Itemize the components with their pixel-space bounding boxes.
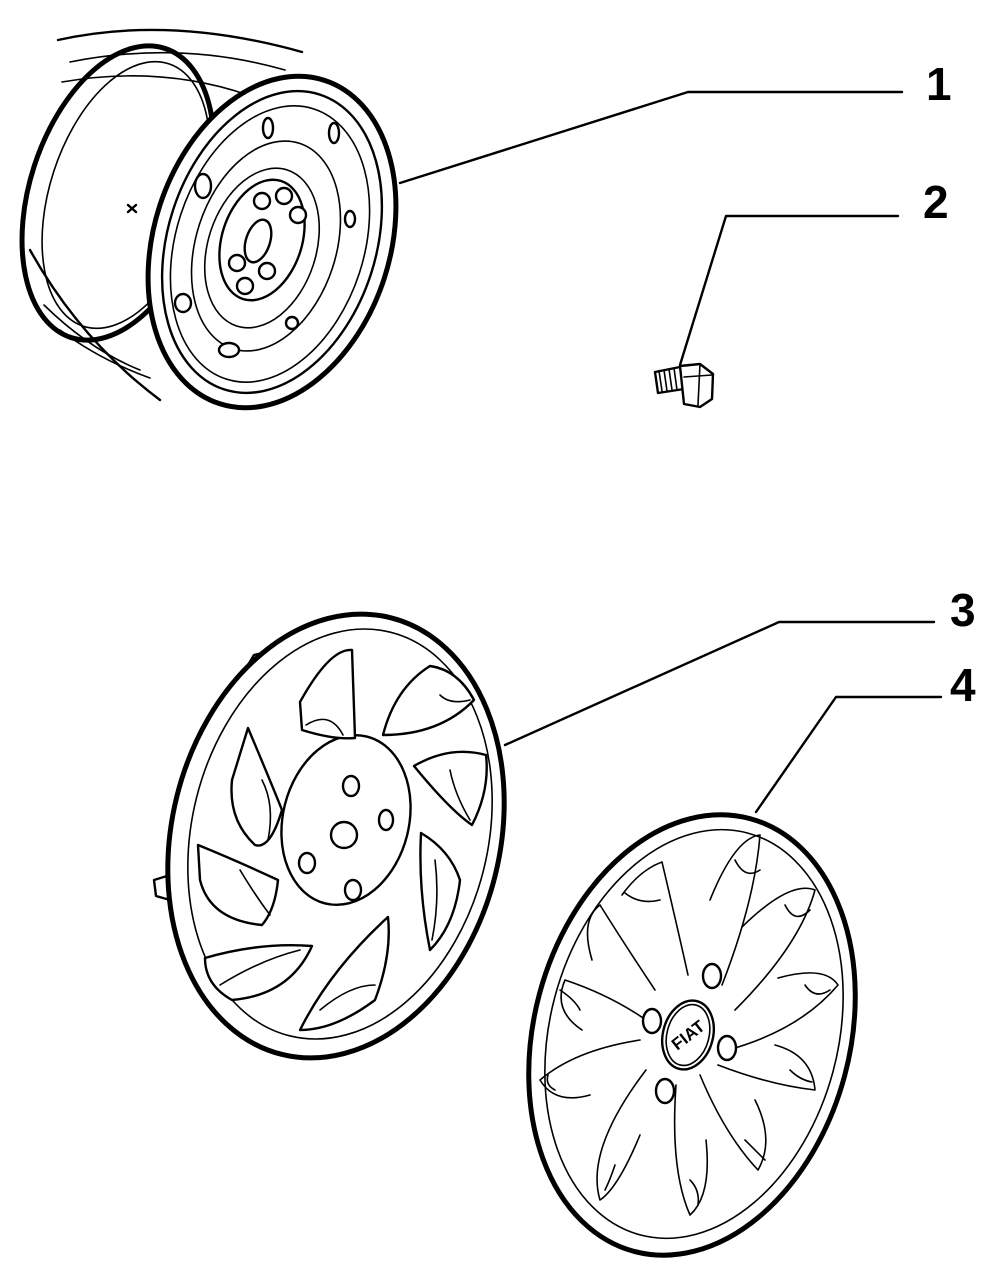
callout-3: 3 [950, 584, 976, 636]
hubcap-turbine [152, 611, 507, 1061]
callout-2: 2 [923, 176, 949, 228]
steel-rim [19, 28, 399, 411]
callout-1: 1 [926, 58, 952, 110]
callout-4: 4 [950, 659, 976, 711]
wheel-bolt [653, 362, 715, 409]
leader-lines [398, 90, 943, 814]
hubcap-spoke: FIAT [526, 812, 858, 1258]
